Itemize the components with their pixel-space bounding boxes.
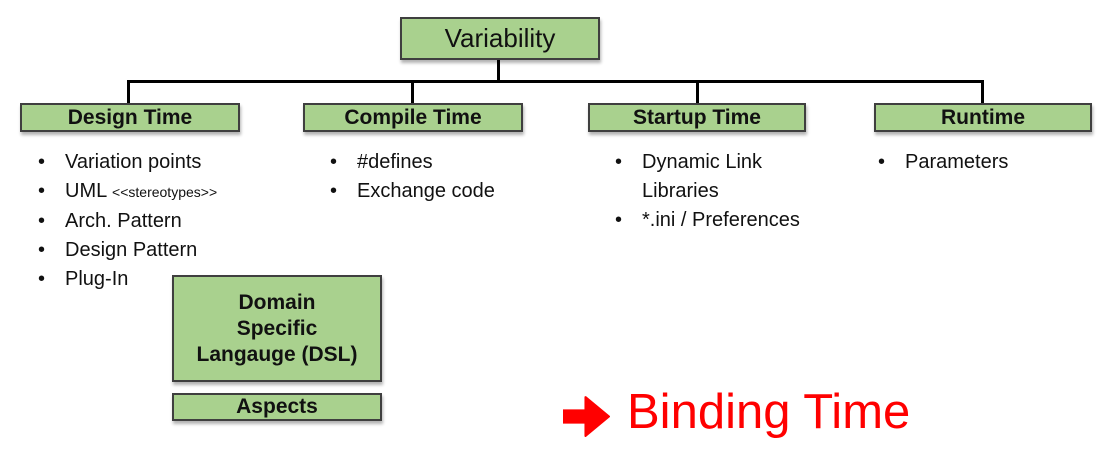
aspects-box: Aspects	[172, 393, 382, 421]
list-item-text: Dynamic Link Libraries	[642, 151, 763, 202]
root-box-variability: Variability	[400, 17, 600, 60]
list-item-text: Plug-In	[65, 268, 129, 290]
list-item: • Plug-In	[30, 265, 275, 294]
list-item: • Design Pattern	[30, 236, 275, 265]
dsl-box: Domain Specific Langauge (DSL)	[172, 275, 382, 382]
connector-stub-compile	[411, 80, 414, 105]
bullet-icon: •	[330, 180, 338, 202]
list-item-text: UML <<stereotypes>>	[65, 177, 217, 207]
list-item-text: #defines	[357, 151, 433, 173]
bullet-icon: •	[38, 180, 46, 202]
list-item-text: Parameters	[905, 151, 1009, 173]
header-box-design-time: Design Time	[20, 103, 240, 132]
connector-root-vertical	[497, 58, 500, 83]
binding-time-callout: Binding Time	[563, 384, 910, 440]
header-box-compile-time: Compile Time	[303, 103, 523, 132]
dsl-line-2: Specific	[236, 316, 318, 340]
connector-stub-runtime	[981, 80, 984, 105]
dsl-line-3: Langauge (DSL)	[196, 342, 358, 366]
bullet-icon: •	[615, 209, 623, 231]
list-item-text: Arch. Pattern	[65, 210, 182, 232]
list-item-stereotypes: <<stereotypes>>	[112, 184, 218, 200]
root-box-label: Variability	[444, 23, 556, 53]
aspects-label: Aspects	[236, 395, 318, 418]
connector-horizontal	[127, 80, 984, 83]
list-item-text: Exchange code	[357, 180, 495, 202]
bullet-icon: •	[330, 151, 338, 173]
header-label-runtime: Runtime	[941, 105, 1025, 129]
bullet-icon: •	[615, 151, 623, 173]
bullet-icon: •	[878, 151, 886, 173]
list-item-main: UML	[65, 180, 107, 202]
list-item-text: Design Pattern	[65, 239, 198, 261]
connector-stub-startup	[696, 80, 699, 105]
list-design-time: • Variation points • UML <<stereotypes>>…	[30, 148, 275, 294]
header-label-compile-time: Compile Time	[344, 105, 482, 129]
connector-stub-design	[127, 80, 130, 105]
list-item: • #defines	[322, 148, 547, 177]
header-label-startup-time: Startup Time	[633, 105, 761, 129]
list-runtime: • Parameters	[870, 148, 1105, 177]
bullet-icon: •	[38, 239, 46, 261]
binding-time-label: Binding Time	[627, 385, 911, 439]
list-item-text: Variation points	[65, 151, 202, 173]
right-arrow-icon	[563, 395, 610, 437]
dsl-line-1: Domain	[238, 290, 316, 314]
list-item: • Dynamic Link Libraries	[607, 148, 832, 206]
bullet-icon: •	[38, 268, 46, 290]
list-item: • Arch. Pattern	[30, 207, 275, 236]
list-compile-time: • #defines • Exchange code	[322, 148, 547, 206]
bullet-icon: •	[38, 210, 46, 232]
list-item: • Parameters	[870, 148, 1105, 177]
header-box-startup-time: Startup Time	[588, 103, 806, 132]
list-startup-time: • Dynamic Link Libraries • *.ini / Prefe…	[607, 148, 832, 235]
bullet-icon: •	[38, 151, 46, 173]
list-item: • Variation points	[30, 148, 275, 177]
list-item: • UML <<stereotypes>>	[30, 177, 275, 207]
list-item: • *.ini / Preferences	[607, 206, 832, 235]
header-box-runtime: Runtime	[874, 103, 1092, 132]
list-item: • Exchange code	[322, 177, 547, 206]
list-item-text: *.ini / Preferences	[642, 209, 800, 231]
header-label-design-time: Design Time	[67, 105, 193, 129]
